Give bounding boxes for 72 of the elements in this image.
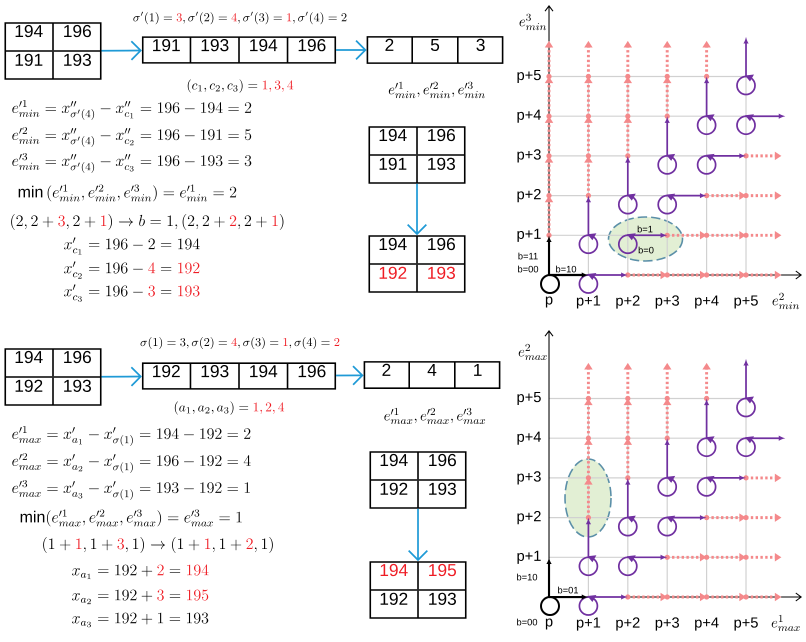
- tick-label: p+5: [517, 392, 541, 406]
- tick-label: p+1: [576, 617, 600, 631]
- axis-label: $e^{2}_{min}$: [772, 292, 800, 310]
- formula: $e'^{3}_{max}=x'_{a_3}-x'_{\sigma(1)}=193-192=1$: [12, 480, 250, 500]
- arrow: [408, 508, 428, 562]
- arrow-label: b=1: [638, 226, 652, 232]
- formula: $x'_{c_3}=196-\textcolor{red}{3}=\textcolor{red}{193}$: [64, 284, 200, 302]
- formula: $e'^{2}_{max}=x'_{a_2}-x'_{\sigma(1)}=196-192=4$: [12, 452, 251, 473]
- tick-label: p: [546, 296, 552, 308]
- number-grid: 194 195 192 193: [369, 561, 467, 619]
- formula: $e'^{1}_{max},e'^{2}_{max},e'^{3}_{max}$: [384, 408, 486, 424]
- arrow-label: b=00: [517, 618, 538, 626]
- tick-label: p+4: [517, 110, 541, 123]
- formula: $\min(e'^{1}_{max},e'^{2}_{max},e'^{3}_{max})=e'^{3}_{max}=1$: [20, 509, 242, 526]
- arrow-label: b=0: [638, 246, 654, 254]
- axis-label: $e^{2}_{max}$: [518, 344, 547, 360]
- arrow: [102, 40, 142, 61]
- tick-label: p+3: [517, 471, 541, 485]
- number-grid: 194 196 191 193: [4, 22, 102, 80]
- formula: $\min\left(e'^{1}_{min},e'^{2}_{min},e'^{3}_{min}\right)=e'^{1}_{min}=2$: [18, 184, 236, 202]
- formula: $e'^{1}_{min},e'^{2}_{min},e'^{3}_{min}$: [388, 82, 485, 98]
- arrow-label: b=01: [558, 586, 578, 594]
- number-row: 2 5 3: [366, 36, 504, 64]
- formula: $e'^{1}_{min}=x''_{\sigma'(4)}-x''_{c_1}=196-194=2$: [12, 100, 252, 120]
- arrow: [407, 184, 427, 236]
- formula: $e'^{1}_{max}=x'_{a_1}-x'_{\sigma(1)}=194-192=2$: [12, 426, 250, 446]
- tick-label: p+1: [576, 295, 600, 309]
- tick-label: p+3: [517, 149, 541, 163]
- tick-label: p+5: [734, 617, 758, 631]
- number-row: 191 193 194 196: [142, 36, 336, 64]
- formula: $(2,2+\textcolor{red}{3},2+\textcolor{red}{1})\rightarrow b=1,(2,2+\textcolor{red}{2},2+\textcolor{red}{1})$: [11, 214, 284, 230]
- arrow-label: b=10: [556, 266, 576, 272]
- tick-label: p+3: [656, 295, 679, 309]
- tick-label: p+2: [517, 510, 541, 524]
- tick-label: p+2: [517, 188, 541, 202]
- arrow: [102, 366, 142, 387]
- arrow: [336, 365, 364, 386]
- number-row: 2 4 1: [364, 361, 500, 389]
- formula: $\sigma(1)=3,\sigma(2)=\textcolor{red}{4},\sigma(3)=\textcolor{red}{1},\sigma(4)=\textcolor{red}{2}$: [140, 337, 340, 349]
- formula: $(a_1,a_2,a_3)=\textcolor{red}{1,2,4}$: [174, 401, 284, 415]
- arrow: [336, 40, 367, 60]
- axis-label: $e^{1}_{max}$: [772, 614, 800, 631]
- tick-label: p+2: [616, 617, 640, 631]
- tick-label: p+1: [517, 228, 541, 242]
- number-grid: 194 196 192 193: [368, 235, 466, 293]
- tick-label: p+5: [734, 295, 758, 309]
- arrow-label: b=11: [518, 252, 538, 260]
- tick-label: p+1: [517, 550, 541, 564]
- formula: $\sigma'(1)=\textcolor{red}{3},\sigma'(2)=\textcolor{red}{4},\sigma'(3)=\textcolor{red}{1},\sigma'(4)=2$: [133, 12, 346, 24]
- tick-label: p+4: [695, 617, 719, 631]
- formula: $x_{a_3}=192+1=193$: [72, 612, 208, 628]
- tick-label: p+5: [517, 70, 541, 84]
- arrow-label: b=00: [518, 266, 538, 272]
- tick-label: p+4: [695, 295, 719, 309]
- formula: $(1+\textcolor{red}{1},1+\textcolor{red}{3},1)\rightarrow(1+\textcolor{red}{1},1+\textcolor{red}{2},1)$: [43, 537, 273, 554]
- formula: $x'_{c_2}=196-\textcolor{red}{4}=\textcolor{red}{192}$: [64, 261, 200, 279]
- number-grid: 194 196 191 193: [368, 126, 466, 184]
- formula: $x_{a_2}=192+\textcolor{red}{3}=\textcolor{red}{195}$: [72, 590, 208, 604]
- number-grid: 194 196 192 193: [369, 451, 467, 509]
- axis-label: $e^{3}_{min}$: [520, 14, 546, 30]
- tick-label: p: [546, 618, 552, 630]
- formula: $(c_1,c_2,c_3)=\textcolor{red}{1,3,4}$: [188, 79, 294, 93]
- formula: $x'_{c_1}=196-2=194$: [64, 237, 200, 255]
- tick-label: p+3: [656, 617, 679, 631]
- formula: $e'^{3}_{min}=x''_{\sigma'(4)}-x''_{c_3}=196-193=3$: [12, 152, 252, 173]
- tick-label: p+4: [517, 432, 541, 445]
- number-row: 192 193 194 196: [142, 362, 336, 390]
- number-grid: 194 196 192 193: [4, 348, 102, 406]
- formula: $x_{a_1}=192+\textcolor{red}{2}=\textcolor{red}{194}$: [72, 564, 209, 580]
- arrow-label: b=10: [517, 574, 538, 580]
- formula: $e'^{2}_{min}=x''_{\sigma'(4)}-x''_{c_2}=196-191=5$: [12, 126, 252, 147]
- tick-label: p+2: [616, 295, 640, 309]
